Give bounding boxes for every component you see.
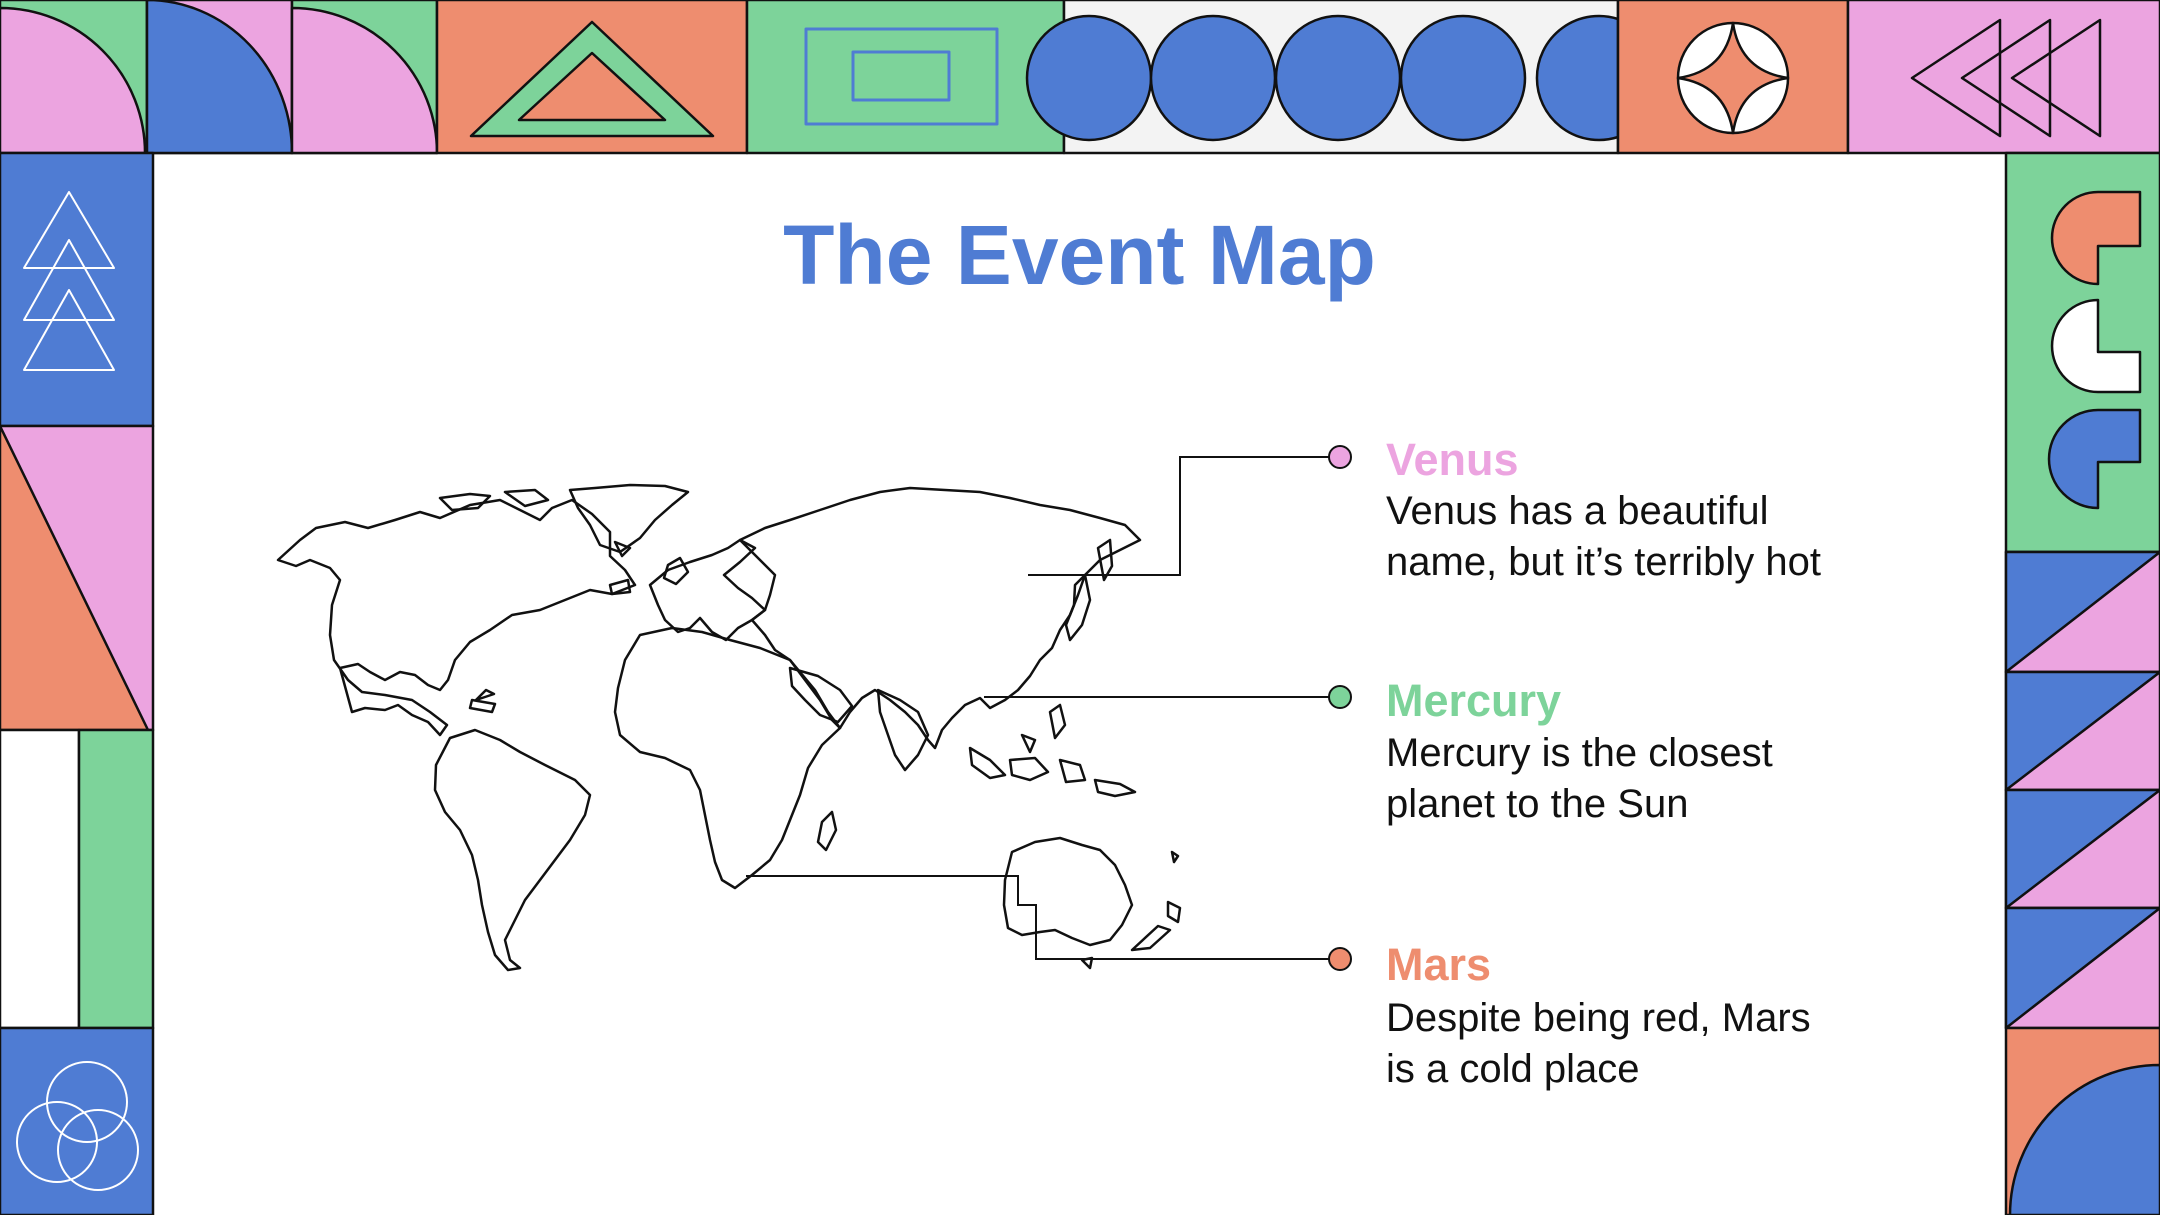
event-description: Mercury is the closest — [1386, 731, 1773, 775]
half-circle-icon — [2004, 151, 2160, 554]
triangle-icon — [2004, 550, 2160, 1030]
africa-outline — [613, 626, 842, 890]
world-map-icon — [276, 483, 1182, 972]
half-circle-icon — [2004, 1026, 2160, 1215]
star-icon — [1616, 0, 1850, 155]
triangle-icon — [435, 0, 749, 155]
north-america-outline — [276, 498, 637, 737]
half-circle-icon — [145, 0, 294, 155]
event-title: Venus — [1386, 434, 1519, 485]
event-title: Mars — [1386, 939, 1492, 990]
event-description: planet to the Sun — [1386, 782, 1689, 826]
square-icon — [0, 728, 155, 1030]
mars-leader — [746, 875, 1340, 960]
square-icon — [745, 0, 1066, 155]
event-title: Mercury — [1386, 675, 1562, 726]
event-description: Venus has a beautiful — [1386, 489, 1769, 533]
half-circle-icon — [290, 0, 439, 155]
half-circle-icon — [0, 0, 149, 155]
mercury-marker — [1328, 685, 1352, 709]
europe-outline — [648, 538, 767, 642]
page-title: The Event Map — [783, 208, 1376, 302]
circles-icon — [0, 1026, 155, 1215]
event-description: name, but it’s terribly hot — [1386, 540, 1822, 584]
circle-icon — [1025, 0, 1620, 155]
event-description: is a cold place — [1386, 1047, 1640, 1091]
asia-outline — [738, 486, 1142, 750]
triangle-icon — [0, 424, 155, 732]
south-america-outline — [433, 728, 592, 972]
triangle-icon — [0, 151, 155, 428]
mars-marker — [1328, 947, 1352, 971]
event-description: Despite being red, Mars — [1386, 996, 1811, 1040]
venus-marker — [1328, 445, 1352, 469]
arrow-left-icon — [1846, 0, 2160, 155]
greenland-outline — [568, 483, 690, 554]
australia-outline — [1002, 836, 1134, 947]
venus-leader — [1028, 456, 1340, 576]
